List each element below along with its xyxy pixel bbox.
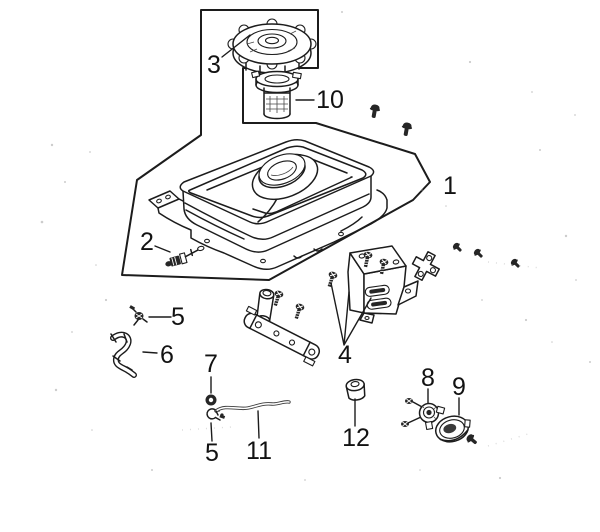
label-hose-clamp-a: 5 <box>171 303 185 331</box>
scan-noise <box>40 11 591 481</box>
small-screw <box>509 257 523 271</box>
label-bracket-bolts: 4 <box>338 341 352 369</box>
label-drain-valve: 2 <box>140 228 154 256</box>
label-grommet: 7 <box>204 350 218 378</box>
label-fuel-strainer: 10 <box>316 86 344 114</box>
fuel-pipe-part <box>214 400 291 417</box>
label-breather-hose: 6 <box>160 341 174 369</box>
fuel-strainer-part <box>251 70 302 120</box>
label-fuel-cock-cover: 9 <box>452 373 466 401</box>
small-screw <box>472 247 486 261</box>
fuel-tank-part <box>148 138 388 270</box>
grommet-part <box>205 394 217 406</box>
label-fuel-pipe: 11 <box>246 437 272 465</box>
flange-bolt <box>368 103 381 119</box>
hose-clamp-upper-part <box>129 305 148 326</box>
lower-bracket-part <box>243 270 339 367</box>
leader-2 <box>154 245 171 253</box>
leader-4 <box>330 282 372 346</box>
label-fuel-tank: 1 <box>443 172 457 200</box>
leader-6 <box>142 351 158 354</box>
fuel-cock-part <box>401 398 446 431</box>
noise-dotted-line <box>487 261 541 269</box>
noise-dotted-line <box>181 426 233 431</box>
fuel-cock-cover-part <box>434 415 480 448</box>
label-fuel-cock: 8 <box>421 364 435 392</box>
label-fuel-cap: 3 <box>207 51 221 79</box>
leader-11 <box>257 410 260 439</box>
breather-hose-part <box>110 331 137 378</box>
small-screw <box>451 241 465 255</box>
tank-bracket-part <box>347 245 419 324</box>
cross-bracket-part <box>411 251 440 281</box>
fuel-cap-part <box>227 18 317 75</box>
label-hose-clamp-b: 5 <box>205 439 219 467</box>
leader-5b <box>210 422 213 442</box>
drain-valve-part <box>165 245 205 267</box>
leader-3 <box>221 34 251 58</box>
flange-bolt <box>400 121 413 137</box>
part-labels: 1 2 3 4 5 6 7 5 11 12 8 9 10 <box>140 51 466 467</box>
noise-dotted-line <box>487 433 529 447</box>
label-bushing: 12 <box>342 424 370 452</box>
callout-outline <box>121 9 431 281</box>
bushing-part <box>345 378 366 401</box>
leader-lines <box>142 34 460 442</box>
